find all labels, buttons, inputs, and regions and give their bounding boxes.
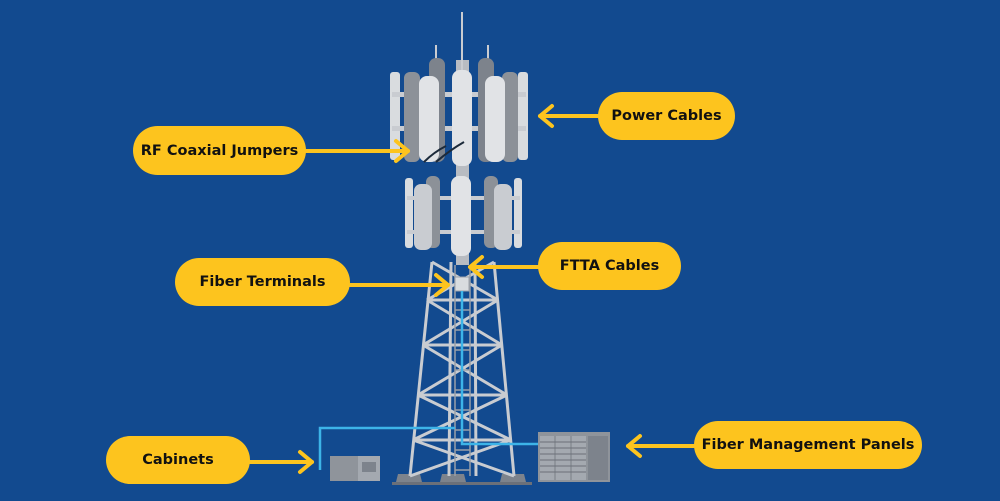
label-ftta-cables: FTTA Cables <box>538 242 681 290</box>
arrow-fiber-management-panels <box>626 434 696 458</box>
label-rf-coaxial-jumpers: RF Coaxial Jumpers <box>133 126 306 175</box>
lower-antenna-array <box>405 176 522 256</box>
label-fiber-terminals: Fiber Terminals <box>175 258 350 306</box>
fiber-terminal-box <box>454 276 470 292</box>
arrow-power-cables <box>538 104 600 128</box>
arrow-ftta-cables <box>468 255 540 279</box>
arrow-rf-coaxial-jumpers <box>304 139 410 163</box>
arrow-fiber-terminals <box>348 273 450 297</box>
label-cabinets: Cabinets <box>106 436 250 484</box>
callout-arrows <box>248 104 696 474</box>
fiber-lines <box>318 291 540 470</box>
tower-footings <box>392 474 532 485</box>
upper-antenna-array <box>390 58 528 166</box>
label-fiber-management-panels: Fiber Management Panels <box>694 421 922 469</box>
fiber-management-panel-unit <box>538 432 610 482</box>
label-power-cables: Power Cables <box>598 92 735 140</box>
arrow-cabinets <box>248 450 314 474</box>
cabinets-unit <box>330 456 380 481</box>
